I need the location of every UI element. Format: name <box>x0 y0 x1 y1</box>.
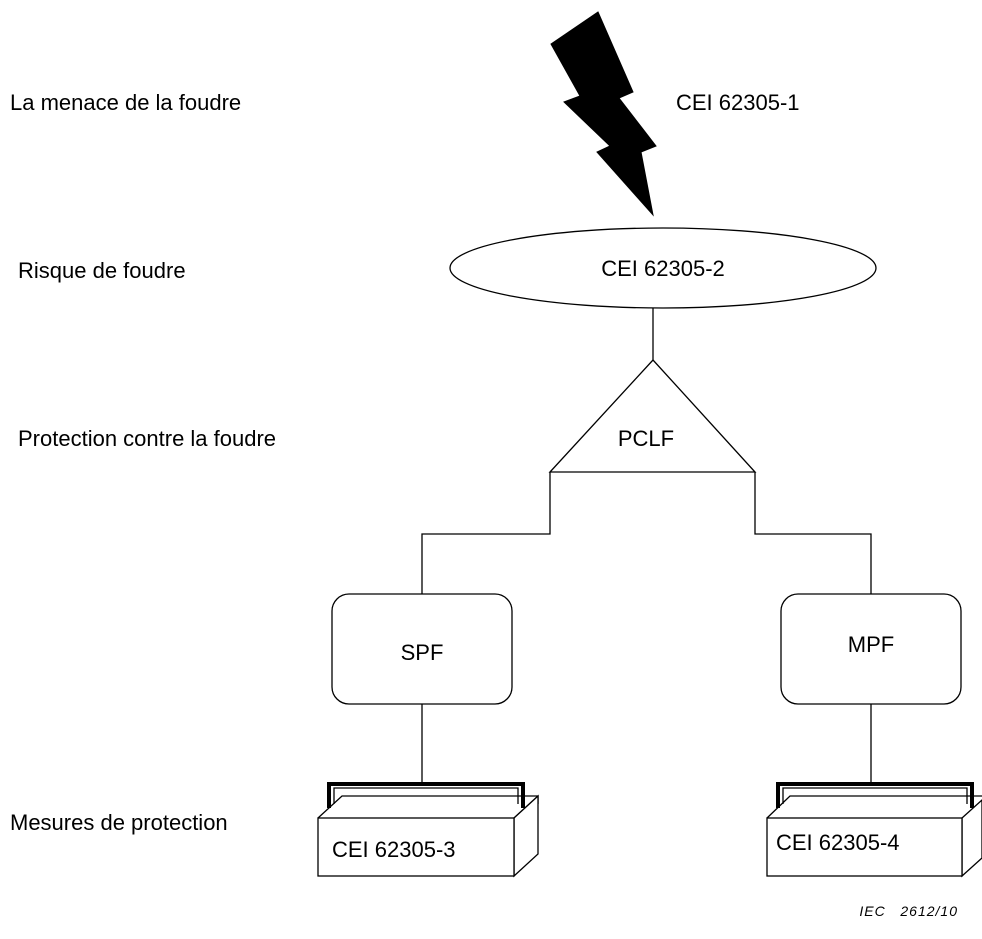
part3-label: CEI 62305-3 <box>332 837 456 862</box>
connector-pclf-spf <box>421 472 551 594</box>
risk-ellipse <box>449 227 877 309</box>
part3-box <box>317 782 539 878</box>
pclf-triangle <box>548 359 757 473</box>
spf-label: SPF <box>401 640 444 665</box>
figure-id: IEC 2612/10 <box>859 903 958 919</box>
mpf-label: MPF <box>848 632 894 657</box>
part1-label: CEI 62305-1 <box>676 90 800 115</box>
lightning-bolt-icon <box>550 11 657 217</box>
pclf-label: PCLF <box>618 426 674 451</box>
part4-label: CEI 62305-4 <box>776 830 900 855</box>
part2-label: CEI 62305-2 <box>601 256 725 281</box>
part4-box <box>766 782 982 878</box>
level-label-risk: Risque de foudre <box>18 258 186 283</box>
level-label-threat: La menace de la foudre <box>10 90 241 115</box>
level-label-measures: Mesures de protection <box>10 810 228 835</box>
connector-pclf-mpf <box>754 472 872 594</box>
level-label-protection: Protection contre la foudre <box>18 426 276 451</box>
